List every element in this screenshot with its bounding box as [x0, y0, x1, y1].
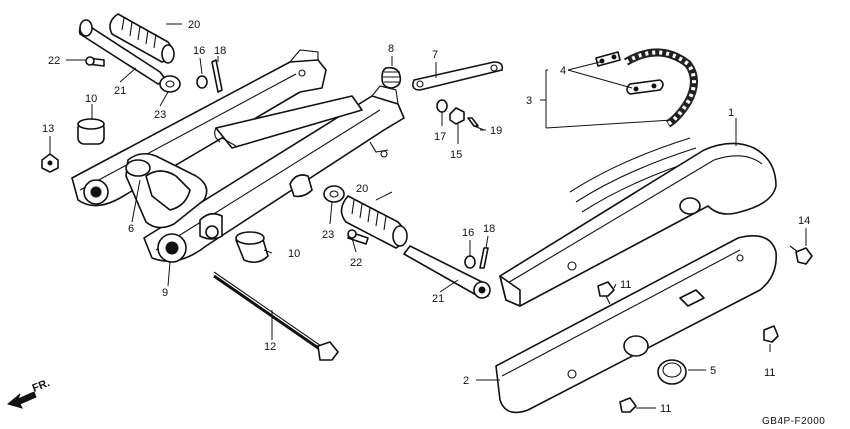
- callout-8: 8: [388, 43, 394, 55]
- spring-8: [381, 66, 402, 89]
- washer-23-upper: [159, 75, 181, 93]
- callout-6: 6: [128, 223, 134, 235]
- leader-lines: [49, 23, 807, 409]
- cotter-18-upper: [211, 59, 223, 93]
- callout-11-a: 11: [620, 279, 631, 291]
- footpeg-bar-lower: [403, 245, 491, 299]
- callout-21-upper: 21: [114, 85, 126, 97]
- washer-16-upper: [196, 75, 208, 89]
- front-arrow-icon: [6, 391, 37, 409]
- callout-22-lower: 22: [350, 257, 362, 269]
- washer-16-lower: [464, 255, 476, 269]
- master-link-4-upper: [595, 51, 621, 67]
- front-direction-indicator: FR.: [6, 377, 52, 409]
- chain-case-upper: [499, 142, 777, 307]
- pivot-bolt-12: [213, 271, 339, 361]
- cap-5: [657, 359, 687, 385]
- pivot-cross-member: [125, 152, 208, 229]
- callout-12: 12: [264, 341, 276, 353]
- diagram-code: GB4P-F2000: [762, 416, 825, 427]
- callouts: 1 2 3 4 5 6 7 8 9 10 10 11 11 11 12 13 1…: [42, 19, 810, 415]
- callout-11-c: 11: [660, 403, 671, 415]
- collar-10-upper: [77, 118, 105, 145]
- callout-20-lower: 20: [356, 183, 368, 195]
- callout-18-upper: 18: [214, 45, 226, 57]
- master-link-4-lower: [626, 79, 664, 95]
- callout-9: 9: [162, 287, 168, 299]
- callout-16-upper: 16: [193, 45, 205, 57]
- cotter-18-lower: [479, 247, 489, 269]
- bolt-11-c: [619, 397, 637, 413]
- callout-21-lower: 21: [432, 293, 444, 305]
- collar-10-lower: [235, 231, 269, 264]
- callout-10-lower: 10: [288, 248, 300, 260]
- swing-arm-brace: [214, 95, 363, 198]
- cotter-19: [467, 117, 485, 131]
- callout-5: 5: [710, 365, 716, 377]
- footpeg-rubber-upper: [109, 13, 175, 64]
- swing-arm-lower: [143, 85, 405, 263]
- nut-13: [41, 153, 59, 173]
- pin-22-lower: [347, 229, 369, 245]
- callout-15: 15: [450, 149, 462, 161]
- callout-13: 13: [42, 123, 54, 135]
- chain-adjuster-7: [412, 61, 504, 91]
- bolt-14: [789, 245, 813, 265]
- drive-chain: [569, 48, 703, 213]
- front-label: FR.: [31, 377, 52, 395]
- callout-23-upper: 23: [154, 109, 166, 121]
- chain-case-lower: [495, 235, 777, 414]
- callout-3: 3: [526, 95, 532, 107]
- washer-17: [436, 99, 448, 113]
- washer-23-lower: [323, 185, 345, 203]
- callout-16-lower: 16: [462, 227, 474, 239]
- callout-11-b: 11: [764, 367, 775, 379]
- callout-10-upper: 10: [85, 93, 97, 105]
- callout-19: 19: [490, 125, 502, 137]
- pin-22-upper: [85, 56, 105, 67]
- callout-14: 14: [798, 215, 810, 227]
- callout-7: 7: [432, 49, 438, 61]
- nut-15: [449, 107, 465, 125]
- callout-23-lower: 23: [322, 229, 334, 241]
- callout-20-upper: 20: [188, 19, 200, 31]
- bolt-11-b: [763, 325, 779, 343]
- callout-17: 17: [434, 131, 446, 143]
- bolt-11-a: [597, 281, 615, 305]
- callout-22-upper: 22: [48, 55, 60, 67]
- callout-2: 2: [463, 375, 469, 387]
- callout-4: 4: [560, 65, 566, 77]
- callout-18-lower: 18: [483, 223, 495, 235]
- callout-1: 1: [728, 107, 734, 119]
- footpeg-rubber-lower: [340, 195, 408, 249]
